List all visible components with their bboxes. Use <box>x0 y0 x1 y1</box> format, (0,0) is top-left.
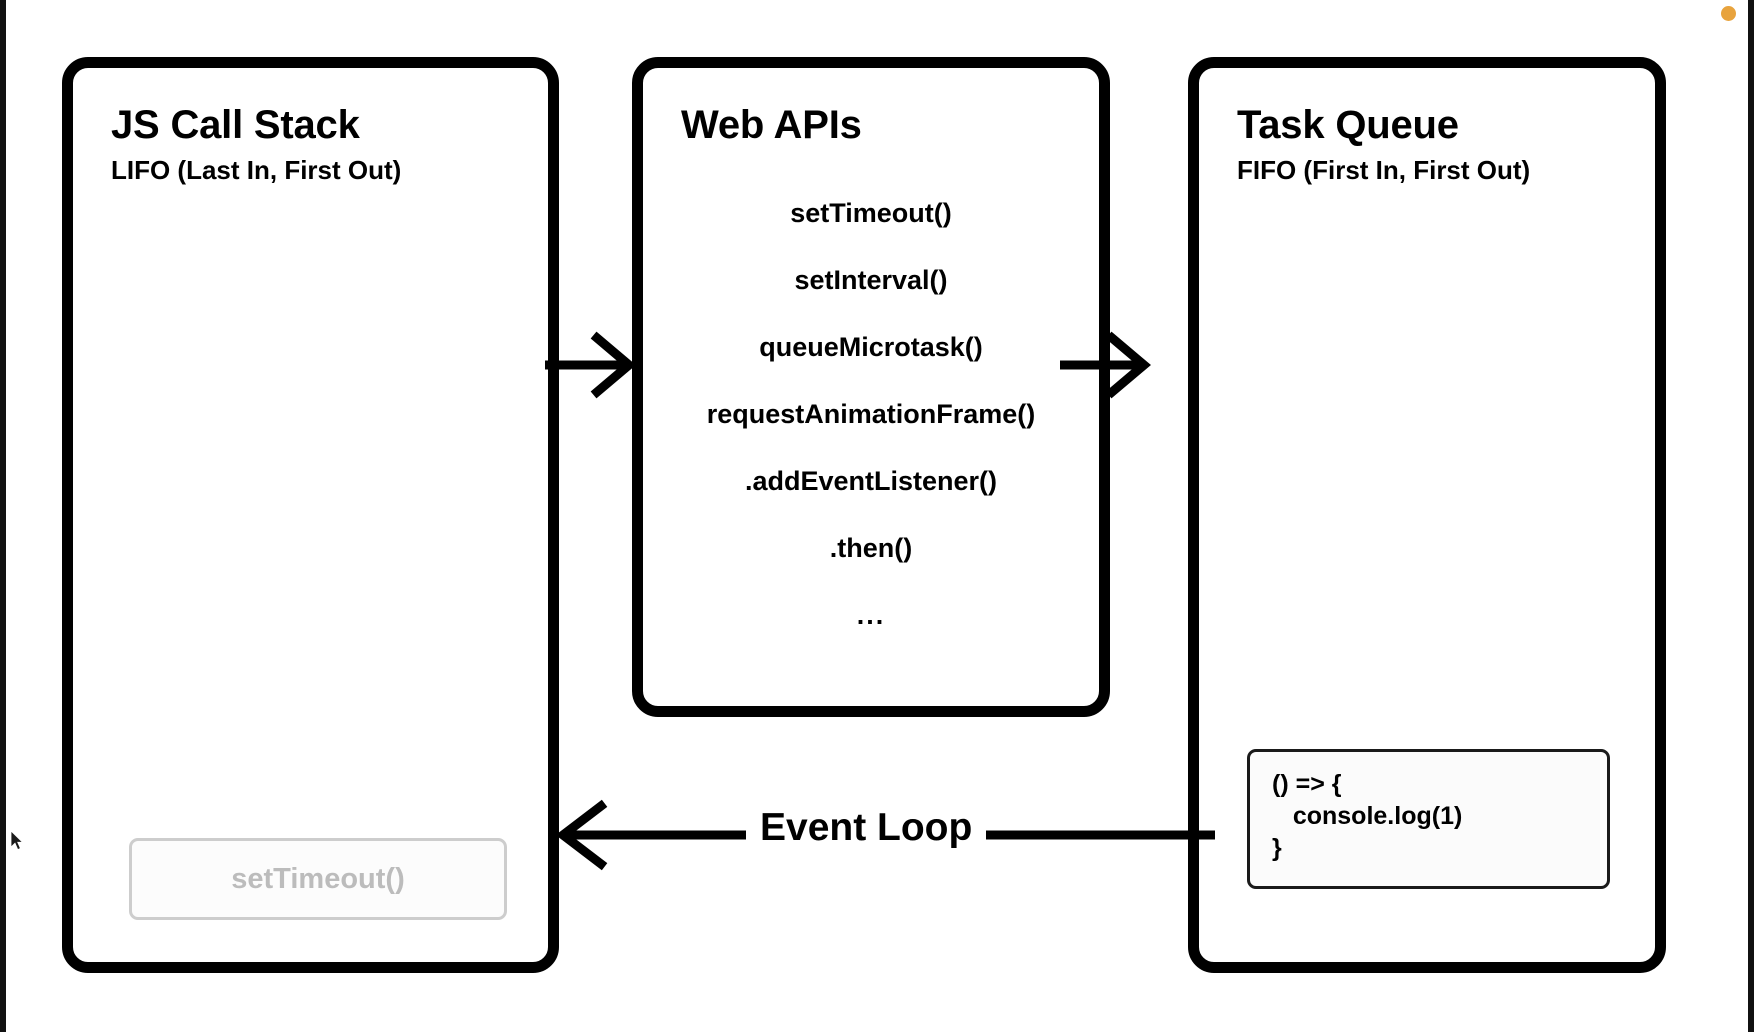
stack-frame-label: setTimeout() <box>231 862 405 895</box>
task-queue-title: Task Queue <box>1237 103 1459 147</box>
task-queue-subtitle: FIFO (First In, First Out) <box>1237 155 1531 185</box>
arrow-right-icon-stack-to-webapis <box>545 331 636 399</box>
web-api-item: setTimeout() <box>790 198 952 228</box>
code-line: () => { <box>1272 770 1342 798</box>
web-api-item: setInterval() <box>794 265 948 295</box>
left-edge-strip <box>0 0 6 1032</box>
web-api-item: queueMicrotask() <box>759 332 983 362</box>
web-api-item: .then() <box>829 533 913 563</box>
web-api-item: requestAnimationFrame() <box>706 399 1036 429</box>
call-stack-title: JS Call Stack <box>111 103 360 147</box>
status-dot-indicator <box>1721 6 1736 21</box>
code-line: } <box>1272 834 1282 862</box>
stack-frame-settimeout: setTimeout() <box>129 838 507 920</box>
arrow-right-icon-webapis-to-taskqueue <box>1060 331 1151 399</box>
event-loop-label: Event Loop <box>746 806 987 850</box>
panel-web-apis: Web APIs setTimeout() setInterval() queu… <box>632 57 1110 717</box>
queued-task-card: () => { console.log(1) } <box>1247 749 1610 889</box>
web-api-item: .addEventListener() <box>744 466 998 496</box>
code-line: console.log(1) <box>1272 802 1463 830</box>
panel-js-call-stack: JS Call Stack LIFO (Last In, First Out) … <box>62 57 559 973</box>
web-apis-title: Web APIs <box>681 103 862 147</box>
web-apis-list: setTimeout() setInterval() queueMicrotas… <box>643 200 1099 629</box>
right-edge-strip <box>1748 0 1754 1032</box>
panel-task-queue: Task Queue FIFO (First In, First Out) ()… <box>1188 57 1666 973</box>
web-api-item-ellipsis: ... <box>856 600 886 630</box>
call-stack-subtitle: LIFO (Last In, First Out) <box>111 155 402 185</box>
